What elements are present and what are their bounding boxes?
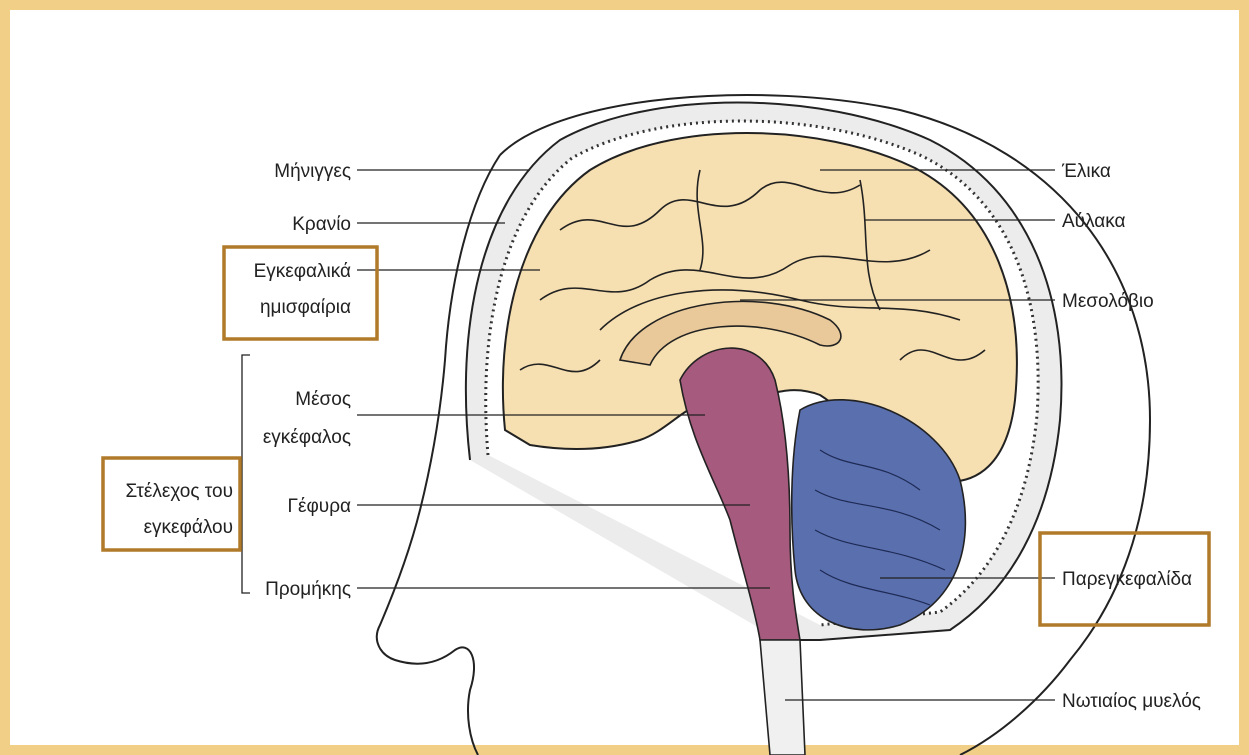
label-sulcus: Αύλακα	[1062, 211, 1126, 232]
label-medulla: Προμήκης	[265, 579, 351, 600]
label-cerebellum: Παρεγκεφαλίδα	[1062, 569, 1192, 590]
label-gyrus: Έλικα	[1061, 161, 1111, 182]
spinal-cord	[760, 640, 805, 755]
label-hemispheres-2: ημισφαίρια	[260, 297, 351, 318]
label-skull: Κρανίο	[292, 214, 351, 235]
label-brainstem-1: Στέλεχος του	[126, 481, 233, 502]
label-brainstem-2: εγκεφάλου	[144, 517, 233, 538]
label-hemispheres-1: Εγκεφαλικά	[254, 261, 351, 282]
label-spinal-cord: Νωτιαίος μυελός	[1062, 691, 1201, 712]
label-corpus-callosum: Μεσολόβιο	[1062, 291, 1154, 312]
label-midbrain-1: Μέσος	[295, 389, 351, 410]
label-midbrain-2: εγκέφαλος	[263, 427, 351, 448]
label-pons: Γέφυρα	[288, 496, 351, 517]
label-meninges: Μήνιγγες	[274, 161, 351, 182]
